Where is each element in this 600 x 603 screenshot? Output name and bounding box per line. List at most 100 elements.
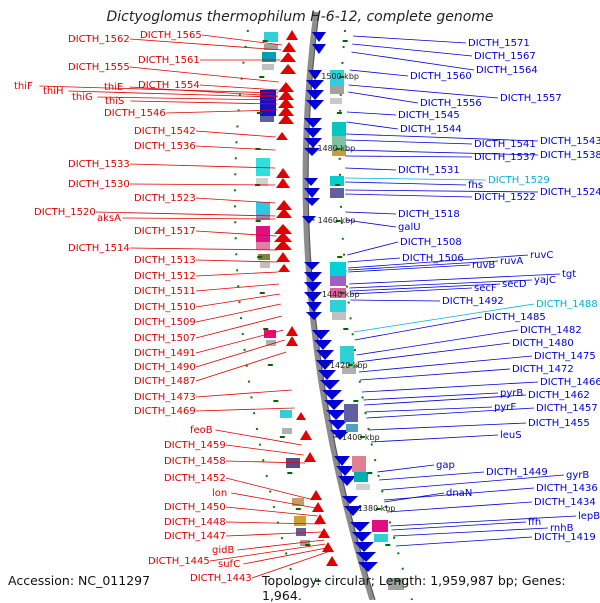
gene-label[interactable]: DICTH_1449 [486, 467, 548, 478]
gene-label[interactable]: thiF [14, 81, 33, 92]
gene-label[interactable]: DICTH_1475 [534, 351, 596, 362]
gene-label[interactable]: lepB [578, 511, 600, 522]
gene-label[interactable]: DICTH_1512 [134, 271, 196, 282]
gene-label[interactable]: DICTH_1455 [528, 418, 590, 429]
gene-label[interactable]: thiE [104, 82, 123, 93]
gene-label[interactable]: DICTH_1542 [134, 126, 196, 137]
gene-label[interactable]: DICTH_1531 [398, 165, 460, 176]
gene-label[interactable]: DICTH_1565 [140, 30, 202, 41]
gene-label[interactable]: leuS [500, 430, 522, 441]
gene-label[interactable]: DICTH_1511 [134, 286, 196, 297]
gene-label[interactable]: secD [502, 279, 527, 290]
gene-label[interactable]: DICTH_1480 [512, 338, 574, 349]
gene-label[interactable]: dnaN [446, 488, 472, 499]
gene-label[interactable]: DICTH_1459 [164, 440, 226, 451]
gene-label[interactable]: DICTH_1492 [442, 296, 504, 307]
gene-label[interactable]: DICTH_1530 [68, 179, 130, 190]
gene-label[interactable]: DICTH_1546 [104, 108, 166, 119]
gene-label[interactable]: DICTH_1462 [528, 390, 590, 401]
gene-label[interactable]: DICTH_1507 [134, 333, 196, 344]
gene-label[interactable]: gidB [212, 545, 234, 556]
gene-label[interactable]: yajC [534, 275, 556, 286]
gene-label[interactable]: DICTH_1522 [474, 192, 536, 203]
gene-label[interactable]: DICTH_1567 [474, 51, 536, 62]
gene-label[interactable]: DICTH_1543 [540, 136, 600, 147]
gene-label[interactable]: DICTH_1524 [540, 187, 600, 198]
gene-label[interactable]: DICTH_1443 [190, 573, 252, 584]
gene-label[interactable]: thiG [72, 92, 93, 103]
gene-label[interactable]: DICTH_1490 [134, 362, 196, 373]
gene-label[interactable]: DICTH_1457 [536, 403, 598, 414]
gene-label[interactable]: DICTH_1488 [536, 299, 598, 310]
gene-label[interactable]: DICTH_1448 [164, 517, 226, 528]
gene-label[interactable]: ffh [528, 517, 541, 528]
gene-leader-line [370, 434, 499, 443]
gene-label[interactable]: DICTH_1508 [400, 237, 462, 248]
gene-label[interactable]: DICTH_1518 [398, 209, 460, 220]
gene-label[interactable]: DICTH_1536 [134, 141, 196, 152]
gene-label[interactable]: DICTH_1571 [468, 38, 530, 49]
gene-label[interactable]: DICTH_1520 [34, 207, 96, 218]
gene-label[interactable]: DICTH_1562 [68, 34, 130, 45]
gene-label[interactable]: DICTH_1419 [534, 532, 596, 543]
gene-label[interactable]: rnhB [550, 523, 574, 534]
gene-label[interactable]: DICTH_1509 [134, 317, 196, 328]
gene-label[interactable]: DICTH_1445 [148, 556, 210, 567]
gene-label[interactable]: DICTH_1482 [520, 325, 582, 336]
gene-label[interactable]: DICTH_1466 [540, 377, 600, 388]
gene-label[interactable]: DICTH_1541 [474, 139, 536, 150]
gene-label[interactable]: DICTH_1450 [164, 502, 226, 513]
gene-label[interactable]: pyrF [494, 402, 516, 413]
gene-label[interactable]: DICTH_1554 [138, 80, 200, 91]
gene-label[interactable]: DICTH_1436 [536, 483, 598, 494]
gene-label[interactable]: DICTH_1472 [512, 364, 574, 375]
gene-label[interactable]: lon [212, 488, 227, 499]
gene-label[interactable]: DICTH_1523 [134, 193, 196, 204]
gene-label[interactable]: feoB [190, 425, 213, 436]
gene-label[interactable]: DICTH_1506 [402, 253, 464, 264]
gene-label[interactable]: DICTH_1491 [134, 348, 196, 359]
gene-label[interactable]: DICTH_1434 [534, 497, 596, 508]
gene-label[interactable]: DICTH_1537 [474, 152, 536, 163]
gene-label[interactable]: DICTH_1514 [68, 243, 130, 254]
gene-label[interactable]: gap [436, 460, 455, 471]
gene-label[interactable]: DICTH_1538 [540, 150, 600, 161]
gene-label[interactable]: thiS [105, 96, 124, 107]
gene-label[interactable]: tgt [562, 269, 576, 280]
gene-label[interactable]: DICTH_1487 [134, 376, 196, 387]
gene-label[interactable]: DICTH_1452 [164, 473, 226, 484]
gene-label[interactable]: DICTH_1533 [68, 159, 130, 170]
gene-label[interactable]: DICTH_1517 [134, 226, 196, 237]
gene-label[interactable]: DICTH_1545 [398, 110, 460, 121]
cog-block [340, 346, 354, 364]
gene-label[interactable]: DICTH_1469 [134, 406, 196, 417]
gene-label[interactable]: DICTH_1447 [164, 531, 226, 542]
gene-label[interactable]: DICTH_1556 [420, 98, 482, 109]
gene-label[interactable]: DICTH_1544 [400, 124, 462, 135]
gene-label[interactable]: galU [398, 222, 421, 233]
gene-label[interactable]: DICTH_1513 [134, 255, 196, 266]
gene-label[interactable]: ruvC [530, 250, 553, 261]
gene-label[interactable]: DICTH_1473 [134, 392, 196, 403]
gene-label[interactable]: DICTH_1458 [164, 456, 226, 467]
gene-label[interactable]: pyrB [500, 388, 523, 399]
gene-label[interactable]: sufC [218, 559, 240, 570]
gene-label[interactable]: DICTH_1510 [134, 302, 196, 313]
gene-label[interactable]: aksA [97, 213, 121, 224]
gene-label[interactable]: DICTH_1485 [484, 312, 546, 323]
gene-label[interactable]: thiH [43, 86, 64, 97]
gene-label[interactable]: ruvB [472, 260, 495, 271]
gene-label[interactable]: secF [474, 283, 497, 294]
gene-label[interactable]: DICTH_1561 [138, 55, 200, 66]
gene-label[interactable]: DICTH_1529 [488, 175, 550, 186]
gene-label[interactable]: gyrB [566, 470, 589, 481]
gene-label[interactable]: DICTH_1555 [68, 62, 130, 73]
tick-label: 1380 kbp [358, 504, 396, 513]
gene-arrow [304, 452, 316, 462]
gene-label[interactable]: fhs [468, 180, 483, 191]
gene-leader-line [379, 471, 485, 481]
gene-label[interactable]: DICTH_1564 [476, 65, 538, 76]
gene-label[interactable]: DICTH_1560 [410, 71, 472, 82]
gene-label[interactable]: DICTH_1557 [500, 93, 562, 104]
gene-label[interactable]: ruvA [500, 256, 523, 267]
